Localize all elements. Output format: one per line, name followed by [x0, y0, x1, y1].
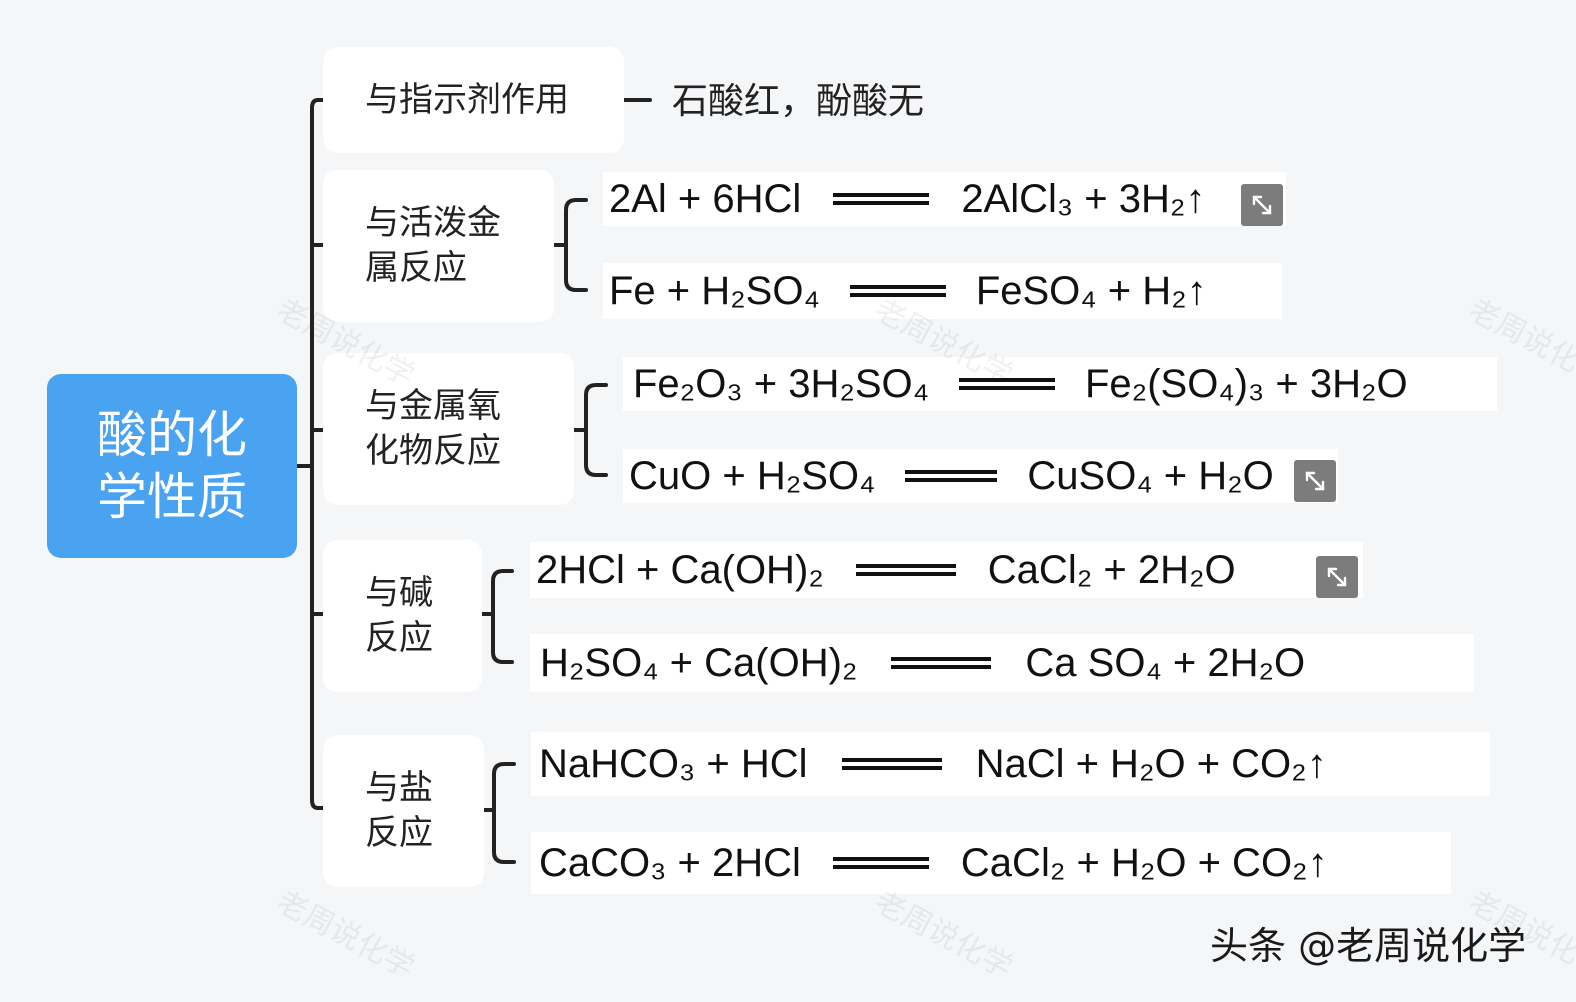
equation-box[interactable]: 2HCl + Ca(OH)₂ CaCl₂ + 2H₂O [530, 542, 1363, 598]
root-label-line2: 学性质 [97, 468, 247, 526]
equation-box[interactable]: CaCO₃ + 2HCl CaCl₂ + H₂O + CO₂↑ [531, 832, 1451, 894]
equation-box[interactable]: CuO + H₂SO₄ CuSO₄ + H₂O [623, 449, 1338, 503]
branch-label-indicator: 与指示剂作用 [365, 78, 569, 123]
branch-node-active-metals[interactable]: 与活泼金 属反应 [323, 170, 554, 322]
branch-label-line2: 反应 [365, 813, 433, 853]
branch-label-line2: 属反应 [365, 248, 467, 288]
main-spine [310, 98, 325, 810]
branch-label-line1: 与活泼金 [365, 203, 501, 243]
expand-icon[interactable] [1316, 556, 1358, 598]
equation-right: 2AlCl₃ + 3H₂↑ [961, 176, 1206, 221]
equals-sign [841, 758, 942, 770]
bracket-bases [491, 569, 514, 664]
bracket-salts [492, 762, 516, 864]
equation-box[interactable]: 2Al + 6HCl 2AlCl₃ + 3H₂↑ [603, 172, 1286, 226]
expand-icon[interactable] [1294, 460, 1336, 502]
equation-right: Fe₂(SO₄)₃ + 3H₂O [1084, 361, 1408, 406]
footer-credit: 头条 @老周说化学 [1210, 924, 1527, 968]
branch-label-salts: 与盐 反应 [365, 766, 433, 856]
branch-label-line1: 与金属氧 [365, 386, 501, 426]
equals-sign [905, 470, 998, 482]
equation-right: CuSO₄ + H₂O [1027, 453, 1274, 498]
equals-sign [958, 378, 1055, 390]
branch-label-line1: 与指示剂作用 [365, 79, 569, 120]
equation-right: CaCl₂ + H₂O + CO₂↑ [960, 840, 1328, 885]
branch-label-line1: 与碱 [365, 573, 433, 613]
equation-left: 2Al + 6HCl [609, 176, 802, 221]
root-node[interactable]: 酸的化 学性质 [47, 374, 297, 558]
bracket-metals [564, 198, 588, 292]
branch-label-active-metals: 与活泼金 属反应 [365, 201, 501, 291]
equals-sign [891, 657, 992, 669]
branch-node-bases[interactable]: 与碱 反应 [323, 540, 482, 692]
equation-box[interactable]: Fe + H₂SO₄ FeSO₄ + H₂↑ [603, 263, 1282, 319]
equals-sign [849, 285, 946, 297]
equation-left: 2HCl + Ca(OH)₂ [536, 547, 824, 592]
equation-right: Ca SO₄ + 2H₂O [1025, 640, 1306, 685]
equation-left: Fe + H₂SO₄ [609, 268, 820, 313]
root-label-line1: 酸的化 [97, 406, 247, 464]
expand-icon[interactable] [1241, 184, 1283, 226]
indicator-result-text: 石酸红，酚酸无 [672, 81, 925, 122]
branch-node-salts[interactable]: 与盐 反应 [323, 735, 484, 887]
equation-left: CuO + H₂SO₄ [629, 453, 876, 498]
bracket-oxides [584, 383, 608, 477]
equals-sign [833, 193, 930, 205]
root-label: 酸的化 学性质 [87, 404, 257, 528]
branch-label-line2: 反应 [365, 618, 433, 658]
branch-label-bases: 与碱 反应 [365, 571, 433, 661]
equals-sign [855, 564, 956, 576]
branch-node-indicator[interactable]: 与指示剂作用 [323, 47, 624, 153]
branch-label-line2: 化物反应 [365, 431, 501, 471]
equation-left: H₂SO₄ + Ca(OH)₂ [540, 640, 858, 685]
equals-sign [832, 857, 929, 869]
equation-left: CaCO₃ + 2HCl [539, 840, 801, 885]
equation-box[interactable]: NaHCO₃ + HCl NaCl + H₂O + CO₂↑ [531, 732, 1490, 796]
equation-right: CaCl₂ + 2H₂O [987, 547, 1236, 592]
equation-box[interactable]: Fe₂O₃ + 3H₂SO₄ Fe₂(SO₄)₃ + 3H₂O [623, 357, 1497, 411]
equation-left: NaHCO₃ + HCl [539, 741, 808, 786]
branch-label-line1: 与盐 [365, 768, 433, 808]
equation-box[interactable]: H₂SO₄ + Ca(OH)₂ Ca SO₄ + 2H₂O [530, 634, 1474, 692]
equation-right: NaCl + H₂O + CO₂↑ [975, 741, 1327, 786]
equation-right: FeSO₄ + H₂↑ [975, 268, 1207, 313]
equation-left: Fe₂O₃ + 3H₂SO₄ [633, 361, 929, 406]
branch-node-metal-oxides[interactable]: 与金属氧 化物反应 [323, 353, 574, 505]
branch-label-metal-oxides: 与金属氧 化物反应 [365, 384, 501, 474]
